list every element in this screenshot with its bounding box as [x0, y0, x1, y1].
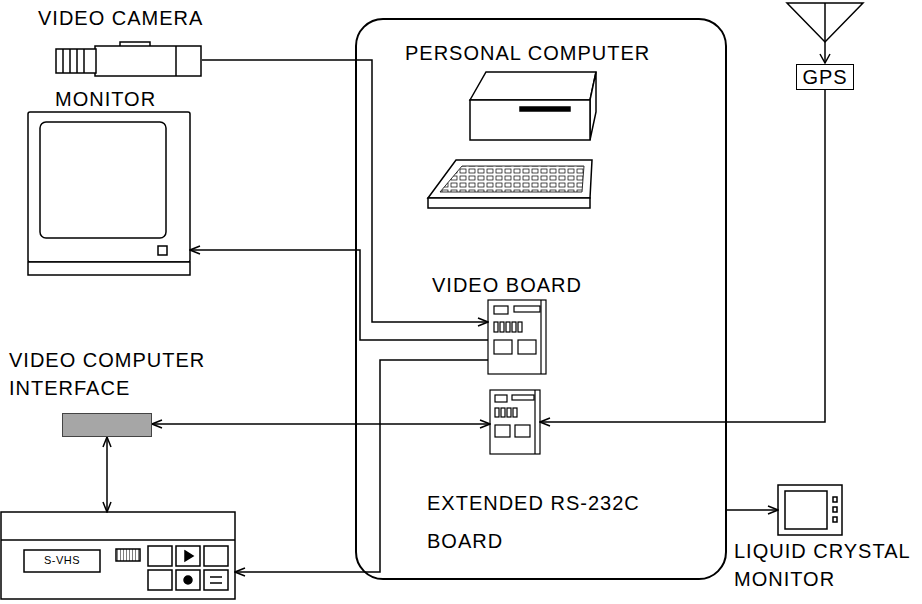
connector-arrow [540, 90, 825, 422]
video-camera-drawing [56, 42, 201, 76]
monitor: MONITOR [28, 112, 190, 275]
node-label: S-VHS [24, 553, 100, 567]
rs232c-board-drawing [490, 390, 540, 454]
node-label: MONITOR [55, 86, 205, 112]
video-board-drawing [488, 300, 546, 374]
video-computer-interface: VIDEO COMPUTER INTERFACE [62, 413, 152, 437]
personal-computer-region: PERSONAL COMPUTER VIDEO BOARD EXTENDED RS-… [355, 18, 727, 580]
gps-antenna [787, 3, 863, 63]
node-label: PERSONAL COMPUTER [405, 40, 695, 66]
node-label: GPS [797, 65, 852, 89]
node-label: EXTENDED RS-232C BOARD [427, 484, 657, 560]
monitor-drawing [28, 112, 190, 275]
lcd-monitor-drawing [778, 485, 842, 535]
node-label: VIDEO CAMERA [38, 5, 238, 31]
node-label: VIDEO COMPUTER INTERFACE [9, 346, 214, 402]
gps-box: GPS [796, 64, 853, 90]
lcd-monitor: LIQUID CRYSTAL MONITOR [778, 485, 842, 535]
video-board: VIDEO BOARD [488, 300, 546, 374]
connector-arrow [152, 423, 490, 425]
computer-drawing [428, 72, 596, 208]
rs232c-board: EXTENDED RS-232C BOARD [490, 390, 540, 454]
node-label: LIQUID CRYSTAL MONITOR [734, 537, 918, 593]
video-camera: VIDEO CAMERA [55, 42, 202, 78]
node-label: VIDEO BOARD [432, 272, 622, 298]
connector-arrow [106, 437, 108, 512]
svhs-vcr: S-VHS [1, 512, 235, 599]
vcr-drawing [1, 512, 235, 599]
connector-arrow [727, 509, 778, 511]
